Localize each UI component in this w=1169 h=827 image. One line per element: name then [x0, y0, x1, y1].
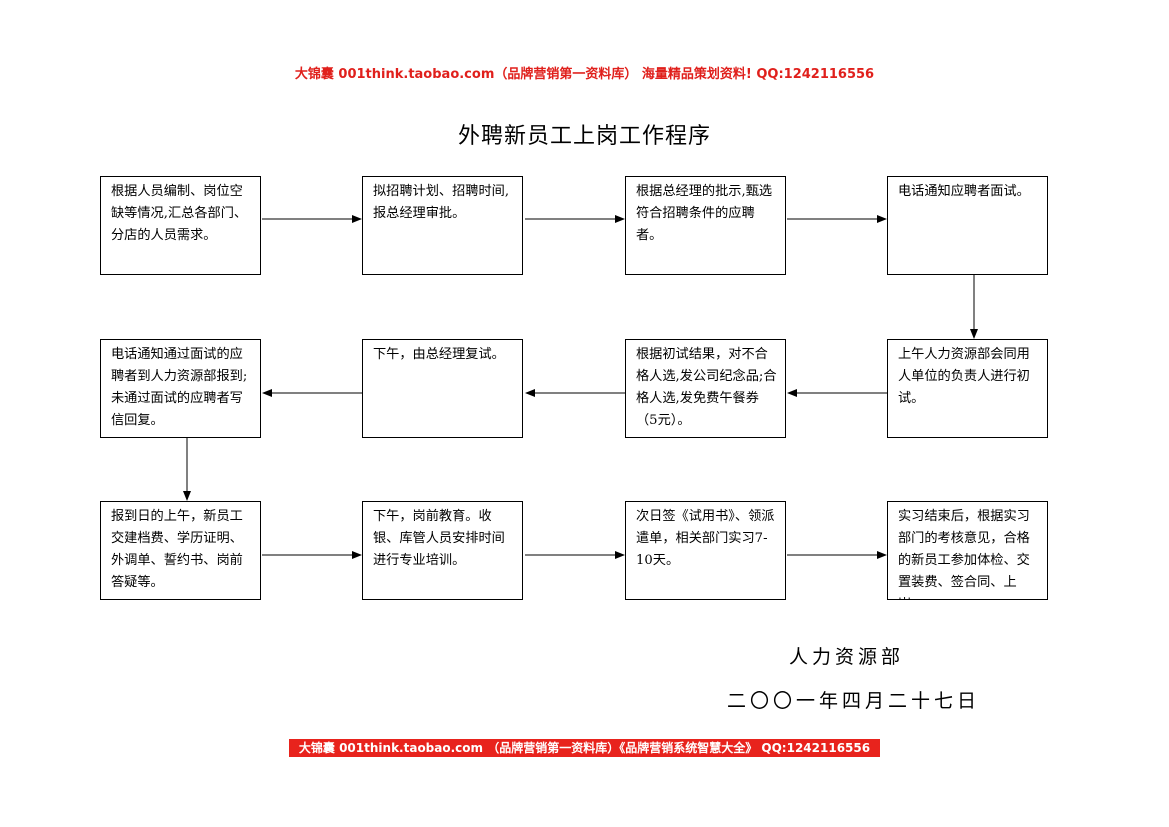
step-3-box: 根据总经理的批示,甄选符合招聘条件的应聘者。 [625, 176, 786, 275]
step-11-box: 次日签《试用书》、领派遣单，相关部门实习7-10天。 [625, 501, 786, 600]
step-6-box: 根据初试结果，对不合格人选,发公司纪念品;合格人选,发免费午餐券（5元）。 [625, 339, 786, 438]
step-5-box: 上午人力资源部会同用人单位的负责人进行初试。 [887, 339, 1048, 438]
step-9-box: 报到日的上午，新员工交建档费、学历证明、外调单、誓约书、岗前答疑等。 [100, 501, 261, 600]
step-12-box: 实习结束后，根据实习部门的考核意见，合格的新员工参加体检、交置装费、签合同、上岗… [887, 501, 1048, 600]
signature-date: 二〇〇一年四月二十七日 [727, 690, 981, 712]
step-4-box: 电话通知应聘者面试。 [887, 176, 1048, 275]
signature-department: 人力资源部 [789, 646, 905, 668]
step-2-box: 拟招聘计划、招聘时间,报总经理审批。 [362, 176, 523, 275]
footer-banner: 大锦囊 001think.taobao.com （品牌营销第一资料库）《品牌营销… [289, 739, 880, 757]
step-7-box: 下午，由总经理复试。 [362, 339, 523, 438]
step-10-box: 下午，岗前教育。收银、库管人员安排时间进行专业培训。 [362, 501, 523, 600]
step-1-box: 根据人员编制、岗位空缺等情况,汇总各部门、分店的人员需求。 [100, 176, 261, 275]
page-title: 外聘新员工上岗工作程序 [457, 124, 711, 149]
header-banner: 大锦囊 001think.taobao.com（品牌营销第一资料库） 海量精品策… [294, 67, 875, 82]
step-8-box: 电话通知通过面试的应聘者到人力资源部报到;未通过面试的应聘者写信回复。 [100, 339, 261, 438]
